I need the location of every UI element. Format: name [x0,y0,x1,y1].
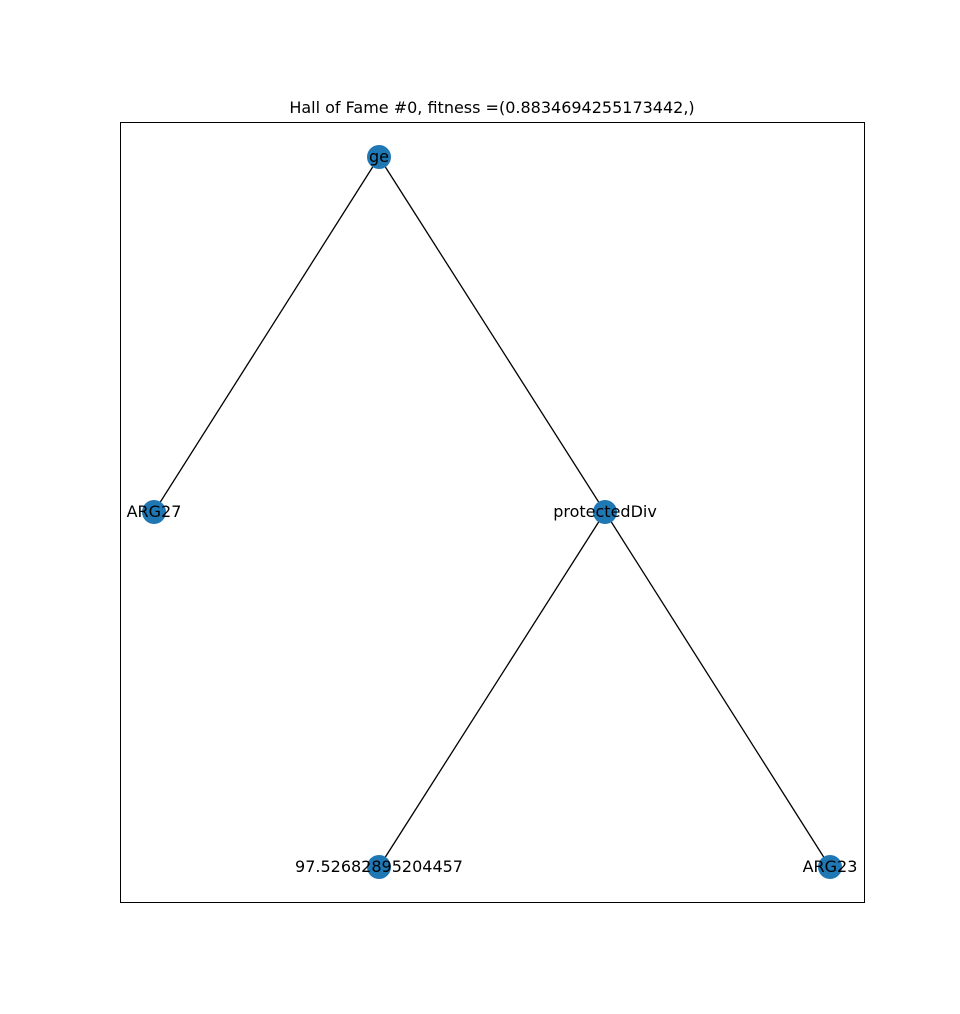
edge-n0-n2 [378,156,606,513]
node-label-n2: protectedDiv [553,502,657,521]
edges-layer [153,156,831,868]
node-label-n1: ARG27 [127,502,182,521]
edge-n2-n4 [604,511,831,868]
tree-node-n4 [818,855,842,879]
node-label-n0: ge [369,147,389,166]
nodes-layer [142,145,842,879]
node-label-n4: ARG23 [803,857,858,876]
tree-node-n1 [142,500,166,524]
plot-frame [120,122,865,903]
edge-n0-n1 [153,156,380,513]
tree-node-n3 [367,855,391,879]
figure-title: Hall of Fame #0, fitness =(0.88346942551… [289,98,694,117]
tree-node-n2 [593,500,617,524]
tree-node-n0 [367,145,391,169]
node-label-n3: 97.52682895204457 [295,857,463,876]
edge-n2-n3 [378,511,606,868]
